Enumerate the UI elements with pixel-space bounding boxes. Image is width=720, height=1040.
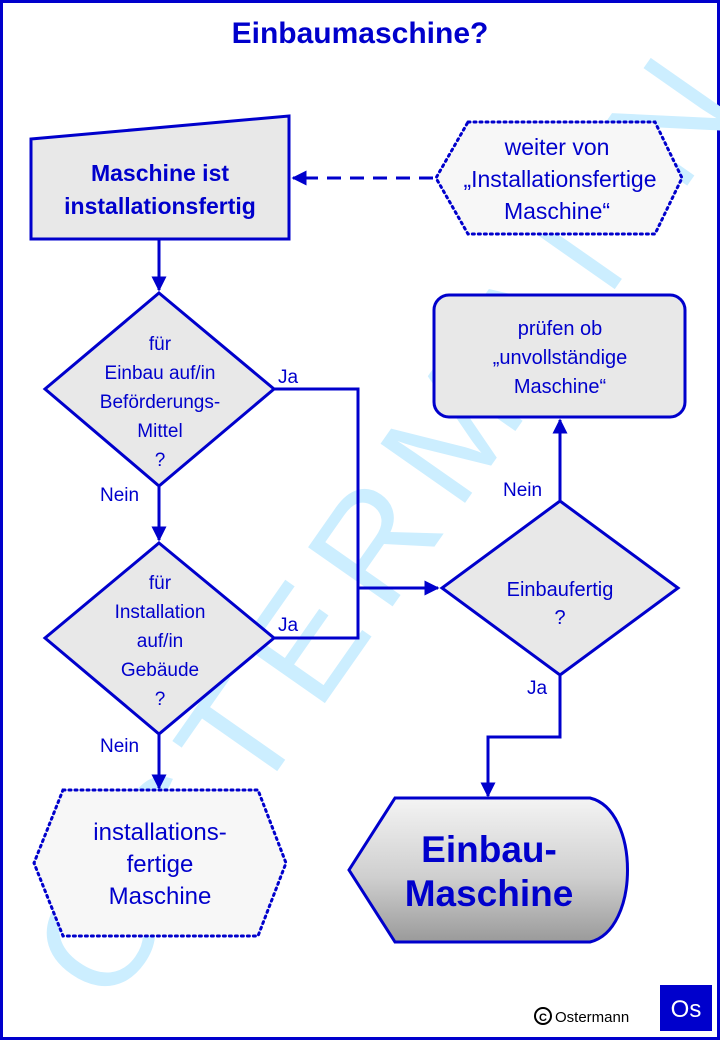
result-built-in-label-1: Einbau- <box>421 829 557 870</box>
decision-ready-shape <box>439 499 681 677</box>
start-label-2: installationsfertig <box>64 193 256 219</box>
node-result-built-in: Einbau- Maschine <box>347 796 629 944</box>
check-incomplete-shape <box>432 293 687 419</box>
decision-building-label-1: für <box>149 573 172 594</box>
copyright-icon <box>534 1007 552 1025</box>
check-incomplete-label-2: „unvollständige <box>493 347 628 369</box>
edge-label-ready-yes: Ja <box>527 678 548 699</box>
decision-building-label-3: auf/in <box>137 631 183 652</box>
edge-label-transport-no: Nein <box>100 485 139 506</box>
edge-label-building-yes: Ja <box>278 615 299 636</box>
decision-building-label-5: ? <box>155 689 166 710</box>
check-incomplete-label-3: Maschine“ <box>514 376 606 398</box>
edge-label-ready-no: Nein <box>503 480 542 501</box>
decision-transport-label-5: ? <box>155 450 166 471</box>
decision-building-label-4: Gebäude <box>121 660 199 681</box>
copyright-text: Ostermann <box>555 1009 629 1026</box>
footer: C Ostermann Os <box>534 985 712 1031</box>
node-start: Maschine ist installationsfertig <box>29 114 291 241</box>
result-installation-ready-shape <box>32 788 288 938</box>
result-installation-ready-label-3: Maschine <box>109 883 212 910</box>
start-label-1: Maschine ist <box>91 160 229 186</box>
decision-ready-label-1: Einbaufertig <box>507 579 614 601</box>
node-decision-ready: Einbaufertig ? <box>439 499 681 677</box>
diagram-title: Einbaumaschine? <box>232 17 489 50</box>
node-check-incomplete: prüfen ob „unvollständige Maschine“ <box>432 293 687 419</box>
decision-transport-label-1: für <box>149 334 172 355</box>
result-installation-ready-label-1: installations- <box>93 819 226 846</box>
node-continue-from: weiter von „Installationsfertige Maschin… <box>434 120 684 236</box>
continue-from-label-3: Maschine“ <box>504 198 610 224</box>
logo-box <box>660 985 712 1031</box>
decision-transport-shape <box>42 291 277 488</box>
edge-label-building-no: Nein <box>100 736 139 757</box>
arrow-ready-yes <box>480 676 562 798</box>
node-decision-building: für Installation auf/in Gebäude ? <box>42 541 277 736</box>
result-built-in-label-2: Maschine <box>405 873 574 914</box>
decision-transport-label-3: Beförderungs- <box>100 392 220 413</box>
check-incomplete-label-1: prüfen ob <box>518 318 603 340</box>
edge-label-transport-yes: Ja <box>278 367 299 388</box>
logo-text: Os <box>671 996 702 1023</box>
node-decision-transport: für Einbau auf/in Beförderungs- Mittel ? <box>42 291 277 488</box>
result-installation-ready-label-2: fertige <box>127 851 194 878</box>
start-shape <box>29 114 291 241</box>
edge-labels: Ja Nein Ja Nein Nein Ja <box>100 367 548 757</box>
copyright-symbol: C <box>539 1012 547 1024</box>
decision-ready-label-2: ? <box>554 607 565 629</box>
continue-from-label-1: weiter von <box>504 134 610 160</box>
node-result-installation-ready: installations- fertige Maschine <box>32 788 288 938</box>
decision-building-shape <box>42 541 277 736</box>
decision-building-label-2: Installation <box>115 602 206 623</box>
connectors <box>151 170 568 798</box>
line-building-yes <box>274 588 360 640</box>
continue-from-shape <box>434 120 684 236</box>
decision-transport-label-2: Einbau auf/in <box>105 363 216 384</box>
line-transport-yes <box>274 387 360 588</box>
result-built-in-shape <box>347 796 629 944</box>
continue-from-label-2: „Installationsfertige <box>463 166 656 192</box>
decision-transport-label-4: Mittel <box>137 421 182 442</box>
